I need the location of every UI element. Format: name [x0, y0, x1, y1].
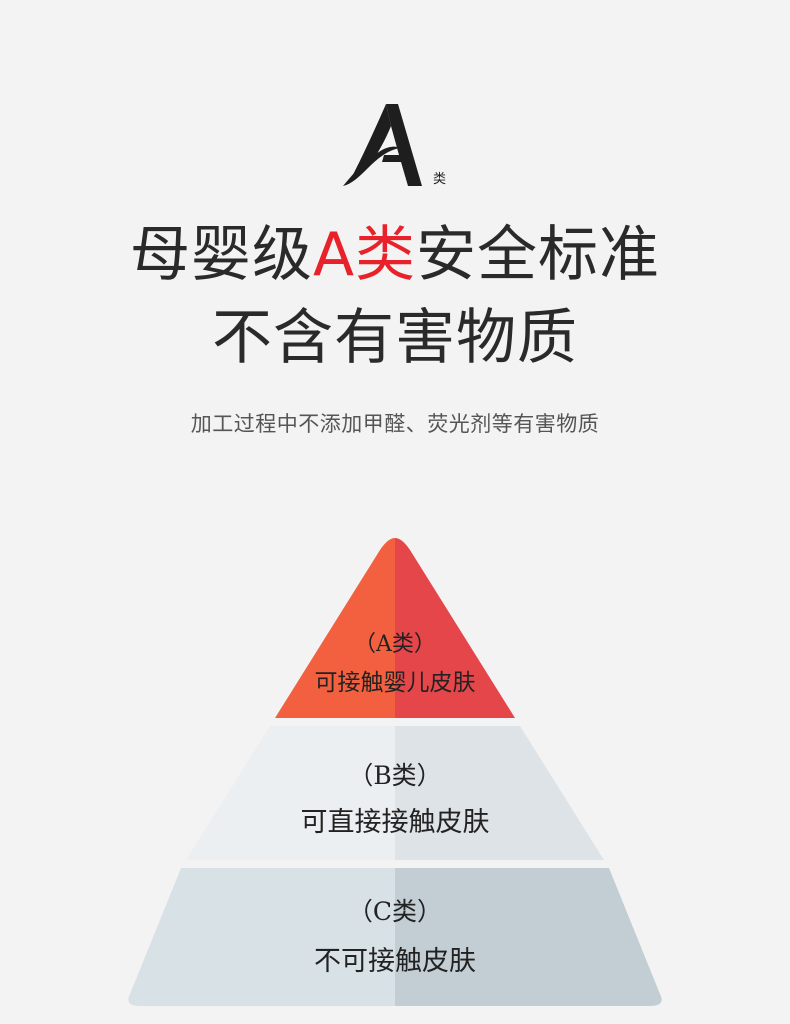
tier-c-right: [395, 868, 662, 1006]
safety-pyramid: （A类） 可接触婴儿皮肤 （B类） 可直接接触皮肤 （C类） 不可接触皮肤: [120, 530, 670, 1010]
logo-letter-body: [382, 104, 422, 186]
brand-logo: [338, 100, 458, 195]
logo-letter-stem: [348, 104, 391, 184]
tier-a-code: （A类）: [354, 632, 436, 657]
a-letter-logo-icon: [343, 104, 422, 186]
headline-line-2: 不含有害物质: [212, 303, 578, 373]
tier-b-left: [186, 726, 395, 860]
logo-tag: 类: [433, 172, 447, 187]
tier-c-left: [128, 868, 395, 1006]
tier-c-code: （C类）: [347, 897, 443, 926]
tier-b-code: （B类）: [348, 761, 442, 790]
headline-prefix: 母婴级: [129, 220, 313, 290]
tier-b-right: [395, 726, 604, 860]
headline-suffix: 安全标准: [416, 220, 661, 290]
tier-a-desc: 可接触婴儿皮肤: [314, 670, 476, 696]
subtitle: 加工过程中不添加甲醛、荧光剂等有害物质: [190, 412, 600, 436]
tier-c-desc: 不可接触皮肤: [314, 946, 476, 977]
tier-a-right: [395, 538, 515, 718]
headline-accent: A类: [312, 220, 417, 290]
headline-line-1: 母婴级A类安全标准: [0, 225, 790, 285]
pyramid-graphic: [128, 538, 662, 1006]
tier-b-desc: 可直接接触皮肤: [300, 807, 490, 838]
tier-a-left: [275, 538, 395, 718]
